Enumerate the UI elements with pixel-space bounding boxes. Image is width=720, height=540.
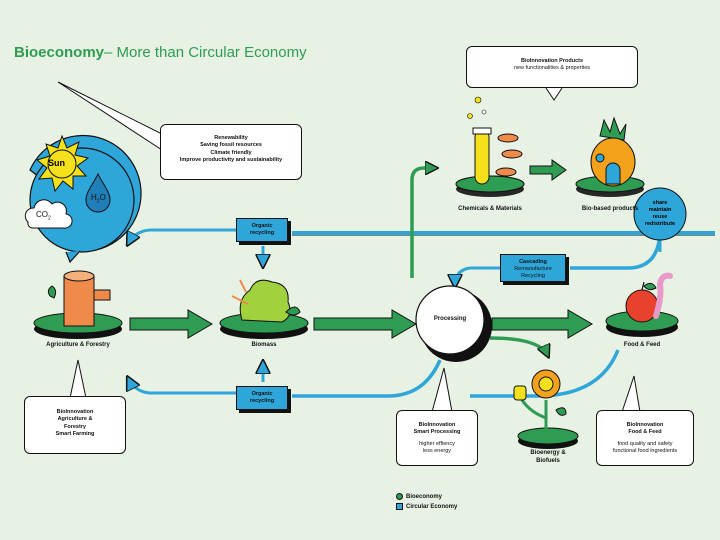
organic-recycling-top-box: Organic recycling — [236, 218, 288, 242]
test-tube-icon — [467, 96, 523, 185]
apple-icon — [625, 281, 659, 323]
bubble-bottom-mid-title: BioInnovation — [418, 422, 456, 428]
worm-icon — [653, 272, 673, 319]
bubble-top-left: Renewability Saving fossil resources Cli… — [160, 124, 302, 180]
pineapple-house-icon — [590, 116, 636, 187]
bubble-tail-bottom-mid — [431, 367, 453, 413]
water-h: H — [91, 193, 97, 202]
arrow-to-agriculture-bottom — [128, 378, 236, 395]
bubble-bottom-left-line: Agriculture & — [57, 416, 93, 423]
bubble-bottom-right-detail: food quality and safety — [617, 440, 673, 447]
label-biomass: Biomass — [251, 342, 277, 348]
arrow-processing-to-bioenergy — [489, 336, 548, 356]
cascading-line — [570, 232, 662, 270]
arrow-agriculture-to-biomass — [129, 309, 213, 339]
share-line-item: maintain — [648, 207, 672, 214]
bubble-top-left-line: Saving fossil resources — [200, 142, 262, 149]
title-rest: – More than Circular Economy — [104, 44, 307, 61]
bubble-top-left-line: Climate friendly — [210, 149, 252, 156]
organic-top-line: recycling — [249, 230, 275, 237]
bubble-top-left-line: Improve productivity and sustainability — [179, 157, 283, 164]
bubble-top-right-title: BioInnovation Products — [520, 58, 584, 64]
arrow-chemicals-to-biobased — [529, 159, 567, 181]
cascading-line-item: Recycling — [521, 273, 545, 280]
label-bioenergy-line1: Bioenergy & — [530, 450, 566, 456]
page-title: Bioeconomy– More than Circular Economy — [14, 44, 307, 61]
bubble-bottom-right-title: BioInnovation — [626, 422, 664, 428]
bubble-bottom-mid-detail: higher effiency — [419, 440, 455, 447]
legend-bioeconomy-dot — [396, 493, 403, 500]
bubble-bottom-left-line: Forestry — [63, 423, 86, 430]
legend-bioeconomy: Bioeconomy — [396, 493, 442, 500]
co2-label: CO2 — [36, 210, 51, 222]
tree-stump-icon — [47, 270, 111, 327]
legend-bioeconomy-label: Bioeconomy — [406, 494, 443, 501]
bubble-bottom-mid-title: Smart Processing — [413, 429, 461, 436]
sun-water-circle — [29, 134, 142, 264]
share-circle-text: share maintain reuse redistribute — [634, 200, 686, 229]
bubble-tail-top-right — [545, 87, 563, 101]
label-bioenergy: Bioenergy & Biofuels — [530, 450, 565, 466]
arrow-processing-to-chemicals — [410, 168, 436, 278]
label-processing: Processing — [433, 316, 467, 322]
label-biobased: Bio-based products — [581, 206, 639, 212]
co2-sub: 2 — [48, 215, 51, 222]
bioenergy-platform — [517, 427, 579, 445]
organic-bottom-line: recycling — [249, 398, 275, 405]
share-line-item: reuse — [652, 214, 668, 221]
bubble-tail-bottom-left — [69, 359, 87, 399]
bubble-bottom-mid-detail: less energy — [422, 448, 452, 455]
title-bioeconomy: Bioeconomy — [14, 44, 105, 61]
share-line-item: redistribute — [644, 221, 676, 228]
biomass-blob-icon — [231, 279, 301, 323]
cascading-line-item: Remanufacture — [514, 266, 552, 273]
label-chemicals: Chemicals & Materials — [458, 206, 522, 212]
cascading-box: Cascading Remanufacture Recycling — [500, 254, 566, 282]
bubble-top-right: BioInnovation Products new functionaliti… — [466, 46, 638, 88]
share-circle — [633, 187, 687, 241]
bubble-bottom-left-line: Smart Farming — [55, 431, 95, 438]
bubble-top-left-line: Renewability — [214, 135, 248, 141]
arrow-cascading-to-processing — [455, 266, 500, 286]
bubble-top-right-subtitle: new functionalities & properties — [513, 65, 591, 72]
legend-circular: Circular Economy — [396, 503, 457, 510]
label-food: Food & Feed — [623, 342, 661, 348]
processing-circle — [415, 285, 485, 355]
sun-label: Sun — [48, 158, 65, 168]
bubble-bottom-right-title: Food & Feed — [628, 429, 662, 436]
water-drop-icon — [85, 172, 111, 213]
cloud-icon — [24, 199, 73, 229]
organic-bottom-line: Organic — [251, 391, 273, 397]
water-sub: 2 — [96, 198, 100, 205]
legend-circular-square — [396, 503, 403, 510]
bubble-tail-bottom-right — [621, 375, 641, 413]
share-line-item: share — [652, 200, 668, 206]
co2-co: CO — [36, 210, 48, 219]
bubble-bottom-left-line: BioInnovation — [56, 409, 94, 415]
bubble-bottom-left: BioInnovation Agriculture & Forestry Sma… — [24, 396, 126, 454]
arrow-to-agriculture-top — [128, 228, 236, 244]
legend-circular-label: Circular Economy — [406, 504, 458, 511]
water-label: H2O — [91, 193, 106, 205]
bubble-bottom-mid: BioInnovation Smart Processing higher ef… — [396, 410, 478, 466]
bubble-bottom-right: BioInnovation Food & Feed food quality a… — [596, 410, 694, 466]
organic-recycling-bottom-box: Organic recycling — [236, 386, 288, 410]
label-agriculture: Agriculture & Forestry — [46, 342, 110, 348]
organic-top-line: Organic — [251, 223, 273, 229]
water-o: O — [99, 193, 106, 202]
organic-recycling-bottom-line — [292, 359, 442, 398]
sunflower-icon — [513, 369, 567, 436]
bubble-bottom-right-detail: functional food ingredients — [612, 448, 678, 455]
cascading-title: Cascading — [519, 259, 547, 265]
label-bioenergy-line2: Biofuels — [536, 457, 560, 464]
arrow-biomass-to-processing — [313, 309, 417, 339]
sun-icon — [35, 134, 90, 193]
arrow-processing-to-food — [491, 309, 593, 339]
